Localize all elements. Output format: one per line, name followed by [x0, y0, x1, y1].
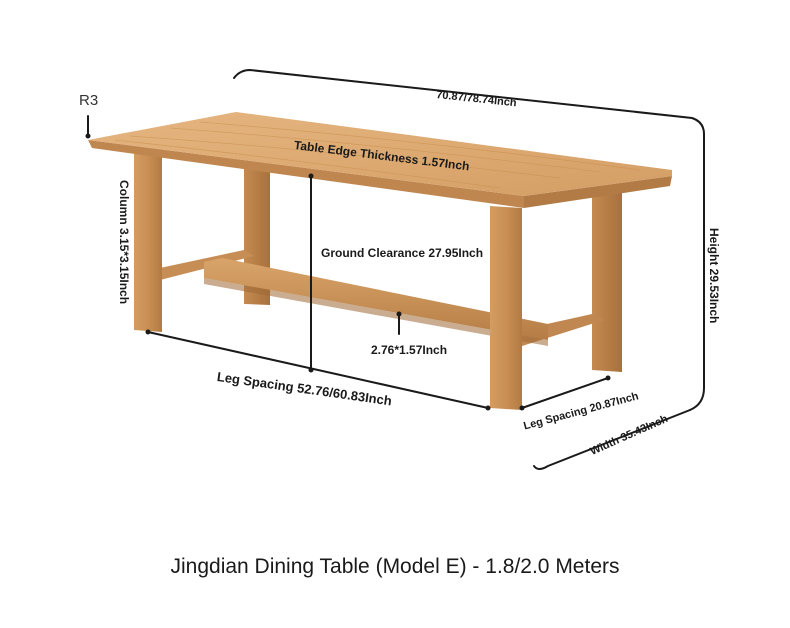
corner-radius-label: R3 — [79, 92, 99, 109]
stretcher-center-shadow — [204, 278, 548, 346]
product-title: Jingdian Dining Table (Model E) - 1.8/2.… — [170, 555, 620, 578]
table-top-edge-side — [524, 176, 672, 208]
stretcher-center — [204, 258, 548, 340]
leg-front-left — [134, 148, 162, 332]
column-size-label: Column 3.15*3.15Inch — [117, 180, 131, 305]
table-top-edge-front — [88, 140, 524, 208]
height-label: Height 29.53Inch — [707, 228, 721, 324]
dimension-endpoints — [85, 133, 611, 411]
leg-front-right — [490, 206, 522, 410]
stretcher-size-label: 2.76*1.57Inch — [371, 343, 448, 357]
wood-grain — [114, 121, 641, 189]
leg-back-right — [592, 188, 622, 372]
dimension-lines — [87, 68, 705, 470]
ground-clearance-label: Ground Clearance 27.95Inch — [321, 246, 484, 260]
